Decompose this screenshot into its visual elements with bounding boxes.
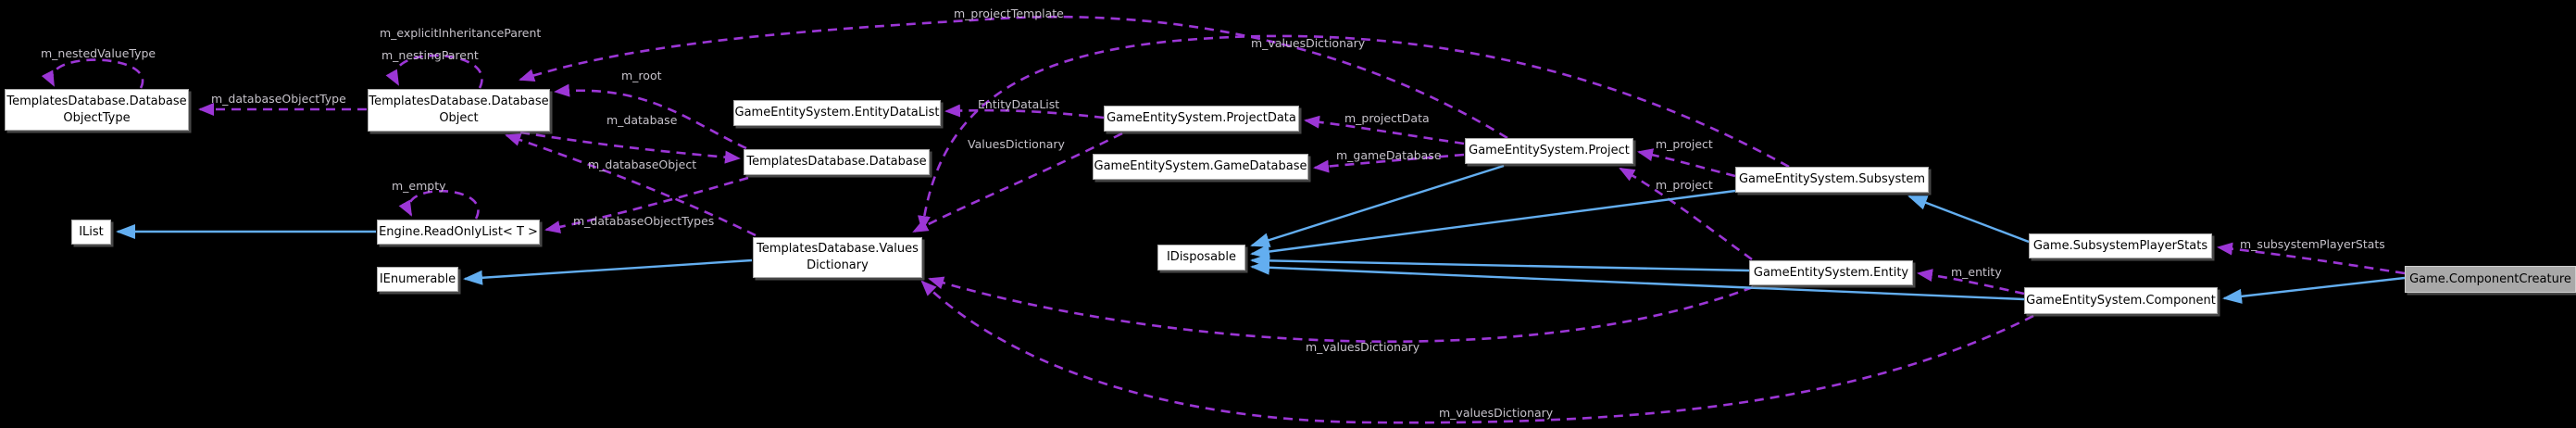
- edge-database-object-to-database-object: [385, 54, 483, 89]
- edge-database-object-to-database: [519, 131, 741, 164]
- edge-label-m-gamedatabase: m_gameDatabase: [1336, 148, 1442, 162]
- edge-values-dictionary-to-database-object: [505, 133, 757, 237]
- edge-values-dictionary-to-ienumerable: [463, 258, 753, 285]
- edge-entity-to-project: [1619, 167, 1753, 261]
- node-subsystem-player-stats[interactable]: Game.SubsystemPlayerStats: [2029, 233, 2212, 258]
- edge-project-data-to-values-dictionary: [912, 132, 1123, 233]
- node-database-object-type[interactable]: TemplatesDatabase.Database ObjectType: [5, 89, 189, 131]
- node-database[interactable]: TemplatesDatabase.Database: [744, 149, 930, 175]
- edge-project-data-to-entity-data-list: [944, 104, 1105, 120]
- edge-project-to-idisposable: [1250, 164, 1505, 247]
- node-component[interactable]: GameEntitySystem.Component: [2024, 287, 2218, 314]
- edge-label-valuesdictionary: ValuesDictionary: [968, 137, 1065, 151]
- edge-label-m-nestedvaluetype: m_nestedValueType: [41, 46, 156, 60]
- edge-label-m-databaseobject: m_databaseObject: [588, 157, 697, 171]
- edge-project-to-game-database: [1313, 153, 1465, 173]
- edge-database-object-type-to-database-object-type: [41, 58, 144, 89]
- edge-subsystem-to-values-dictionary: [918, 34, 1790, 232]
- edge-label-m-valuesdictionary: m_valuesDictionary: [1306, 340, 1420, 354]
- edge-subsystem-to-idisposable: [1250, 189, 1736, 259]
- edge-subsystem-player-stats-to-subsystem: [1907, 195, 2030, 244]
- edge-component-to-entity: [1917, 269, 2025, 296]
- edge-entity-to-values-dictionary: [928, 276, 1754, 343]
- edge-project-to-database-object: [519, 15, 1508, 140]
- node-entity-data-list[interactable]: GameEntitySystem.EntityDataList: [733, 100, 941, 126]
- node-idisposable[interactable]: IDisposable: [1157, 245, 1245, 271]
- edge-label-m-project: m_project: [1656, 178, 1713, 192]
- edge-label-m-database: m_database: [606, 113, 678, 127]
- edge-label-m-project: m_project: [1656, 137, 1713, 151]
- edge-entity-to-idisposable: [1250, 253, 1750, 272]
- node-component-creature: Game.ComponentCreature: [2405, 266, 2576, 293]
- edge-label-m-valuesdictionary: m_valuesDictionary: [1439, 406, 1554, 420]
- edge-component-to-idisposable: [1250, 259, 2025, 301]
- node-values-dictionary[interactable]: TemplatesDatabase.Values Dictionary: [753, 237, 922, 278]
- edge-project-to-project-data: [1304, 115, 1465, 145]
- edge-label-m-explicitinheritanceparent: m_explicitInheritanceParent: [380, 26, 542, 40]
- edge-readonly-list-to-readonly-list: [398, 189, 480, 220]
- edge-label-m-nestingparent: m_nestingParent: [381, 48, 479, 62]
- edge-component-creature-to-component: [2222, 276, 2406, 304]
- edge-label-m-databaseobjecttypes: m_databaseObjectTypes: [573, 214, 715, 228]
- edge-label-m-projectdata: m_projectData: [1344, 111, 1430, 125]
- edge-subsystem-to-project: [1637, 148, 1736, 178]
- edge-component-creature-to-subsystem-player-stats: [2217, 242, 2406, 275]
- edge-label-m-subsystemplayerstats: m_subsystemPlayerStats: [2240, 237, 2385, 251]
- edge-label-m-entity: m_entity: [1951, 265, 2002, 279]
- node-readonly-list[interactable]: Engine.ReadOnlyList< T >: [377, 220, 540, 245]
- edge-label-m-valuesdictionary: m_valuesDictionary: [1251, 36, 1366, 50]
- edge-label-m-databaseobjecttype: m_databaseObjectType: [211, 92, 346, 106]
- edge-paths: [41, 15, 2406, 424]
- edge-database-to-database-object: [554, 83, 747, 150]
- node-project-data[interactable]: GameEntitySystem.ProjectData: [1104, 106, 1299, 132]
- node-ienumerable[interactable]: IEnumerable: [377, 267, 458, 292]
- node-subsystem[interactable]: GameEntitySystem.Subsystem: [1735, 167, 1929, 193]
- edge-label-m-root: m_root: [621, 69, 662, 82]
- node-ilist[interactable]: IList: [71, 220, 111, 245]
- edge-component-to-values-dictionary: [920, 280, 2034, 424]
- node-entity[interactable]: GameEntitySystem.Entity: [1749, 260, 1913, 285]
- node-database-object[interactable]: TemplatesDatabase.Database Object: [368, 89, 550, 132]
- edge-label-m-projecttemplate: m_projectTemplate: [954, 6, 1064, 20]
- node-game-database[interactable]: GameEntitySystem.GameDatabase: [1093, 154, 1308, 180]
- node-project[interactable]: GameEntitySystem.Project: [1465, 138, 1633, 164]
- edge-label-entitydatalist: EntityDataList: [978, 97, 1060, 111]
- edge-label-m-empty: m_empty: [392, 179, 446, 193]
